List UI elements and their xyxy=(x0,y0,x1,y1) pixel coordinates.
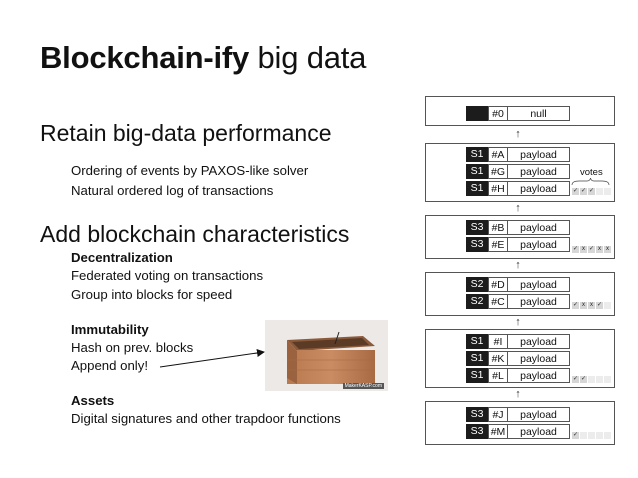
slide-title: Blockchain-ify big data xyxy=(40,40,366,76)
up-arrow-icon: ↑ xyxy=(515,259,521,271)
b3-row2-payload: payload xyxy=(508,237,570,252)
vote-box xyxy=(596,376,603,383)
vote-box: x xyxy=(580,302,587,309)
b2-row3-hash: #H xyxy=(488,181,508,196)
b4-row1-signature: S2 xyxy=(466,277,488,292)
b2-row2-signature: S1 xyxy=(466,164,488,179)
vote-box: ✓ xyxy=(588,188,595,195)
wooden-box-icon xyxy=(287,331,375,384)
b4-row2-payload: payload xyxy=(508,294,570,309)
b5-row2-signature: S1 xyxy=(466,351,488,366)
b2-row1-payload: payload xyxy=(508,147,570,162)
vote-box xyxy=(604,188,611,195)
vote-box xyxy=(604,302,611,309)
perf-item-1: Ordering of events by PAXOS-like solver xyxy=(71,163,309,178)
b2-row3-payload: payload xyxy=(508,181,570,196)
decentralization-item-2: Group into blocks for speed xyxy=(71,287,233,302)
up-arrow-icon: ↑ xyxy=(515,388,521,400)
vote-box: ✓ xyxy=(580,188,587,195)
b4-row2-signature: S2 xyxy=(466,294,488,309)
vote-box: ✓ xyxy=(572,188,579,195)
b5-row2-payload: payload xyxy=(508,351,570,366)
heading-big-data-performance: Retain big-data performance xyxy=(40,120,332,146)
vote-box: x xyxy=(588,302,595,309)
vote-box xyxy=(580,432,587,439)
vote-box: x xyxy=(596,246,603,253)
b3-row1-hash: #B xyxy=(488,220,508,235)
b2-row2-hash: #G xyxy=(488,164,508,179)
decentralization-item-1: Federated voting on transactions xyxy=(71,268,264,283)
vote-box xyxy=(604,432,611,439)
b6-row1-hash: #J xyxy=(488,407,508,422)
vote-box: x xyxy=(604,246,611,253)
b2-row1-hash: #A xyxy=(488,147,508,162)
heading-blockchain-characteristics: Add blockchain characteristics xyxy=(40,221,350,247)
b3-row2-signature: S3 xyxy=(466,237,488,252)
b5-row1-hash: #I xyxy=(488,334,508,349)
decentralization-heading: Decentralization xyxy=(71,250,173,265)
b1-signature xyxy=(466,106,488,121)
votes-brace xyxy=(571,178,610,186)
b5-row3-signature: S1 xyxy=(466,368,488,383)
vote-box: ✓ xyxy=(588,246,595,253)
vote-box xyxy=(588,432,595,439)
vote-box: ✓ xyxy=(596,302,603,309)
photo-credit: MakerKASP.com xyxy=(342,383,384,389)
vote-box: x xyxy=(580,246,587,253)
up-arrow-icon: ↑ xyxy=(515,316,521,328)
vote-box: ✓ xyxy=(572,432,579,439)
up-arrow-icon: ↑ xyxy=(515,128,521,140)
assets-item-1: Digital signatures and other trapdoor fu… xyxy=(71,411,341,426)
b5-row3-payload: payload xyxy=(508,368,570,383)
b4-row1-hash: #D xyxy=(488,277,508,292)
b5-row2-hash: #K xyxy=(488,351,508,366)
immutability-item-1: Hash on prev. blocks xyxy=(71,340,194,355)
b2-row3-signature: S1 xyxy=(466,181,488,196)
b6-votes: ✓ xyxy=(572,432,611,439)
b3-row2-hash: #E xyxy=(488,237,508,252)
perf-item-2: Natural ordered log of transactions xyxy=(71,183,274,198)
immutability-item-2: Append only! xyxy=(71,358,148,373)
b2-row2-payload: payload xyxy=(508,164,570,179)
b5-row1-signature: S1 xyxy=(466,334,488,349)
vote-box: ✓ xyxy=(572,246,579,253)
b6-row2-payload: payload xyxy=(508,424,570,439)
vote-box: ✓ xyxy=(572,302,579,309)
b6-row2-signature: S3 xyxy=(466,424,488,439)
wooden-box-image: MakerKASP.com xyxy=(265,320,388,391)
vote-box xyxy=(596,188,603,195)
b3-row1-signature: S3 xyxy=(466,220,488,235)
b5-votes: ✓✓ xyxy=(572,376,611,383)
vote-box xyxy=(596,432,603,439)
b3-row1-payload: payload xyxy=(508,220,570,235)
b2-votes: ✓✓✓ xyxy=(572,188,611,195)
slide-title-rest: big data xyxy=(249,40,367,75)
b1-hash: #0 xyxy=(488,106,508,121)
b1-payload: null xyxy=(508,106,570,121)
b4-row2-hash: #C xyxy=(488,294,508,309)
vote-box xyxy=(604,376,611,383)
votes-label: votes xyxy=(580,167,603,178)
up-arrow-icon: ↑ xyxy=(515,202,521,214)
b6-row1-payload: payload xyxy=(508,407,570,422)
vote-box: ✓ xyxy=(580,376,587,383)
b2-row1-signature: S1 xyxy=(466,147,488,162)
vote-box xyxy=(588,376,595,383)
b6-row1-signature: S3 xyxy=(466,407,488,422)
b5-row1-payload: payload xyxy=(508,334,570,349)
immutability-heading: Immutability xyxy=(71,322,149,337)
b5-row3-hash: #L xyxy=(488,368,508,383)
vote-box: ✓ xyxy=(572,376,579,383)
b6-row2-hash: #M xyxy=(488,424,508,439)
assets-heading: Assets xyxy=(71,393,115,408)
slide-title-bold: Blockchain-ify xyxy=(40,40,250,75)
b4-row1-payload: payload xyxy=(508,277,570,292)
